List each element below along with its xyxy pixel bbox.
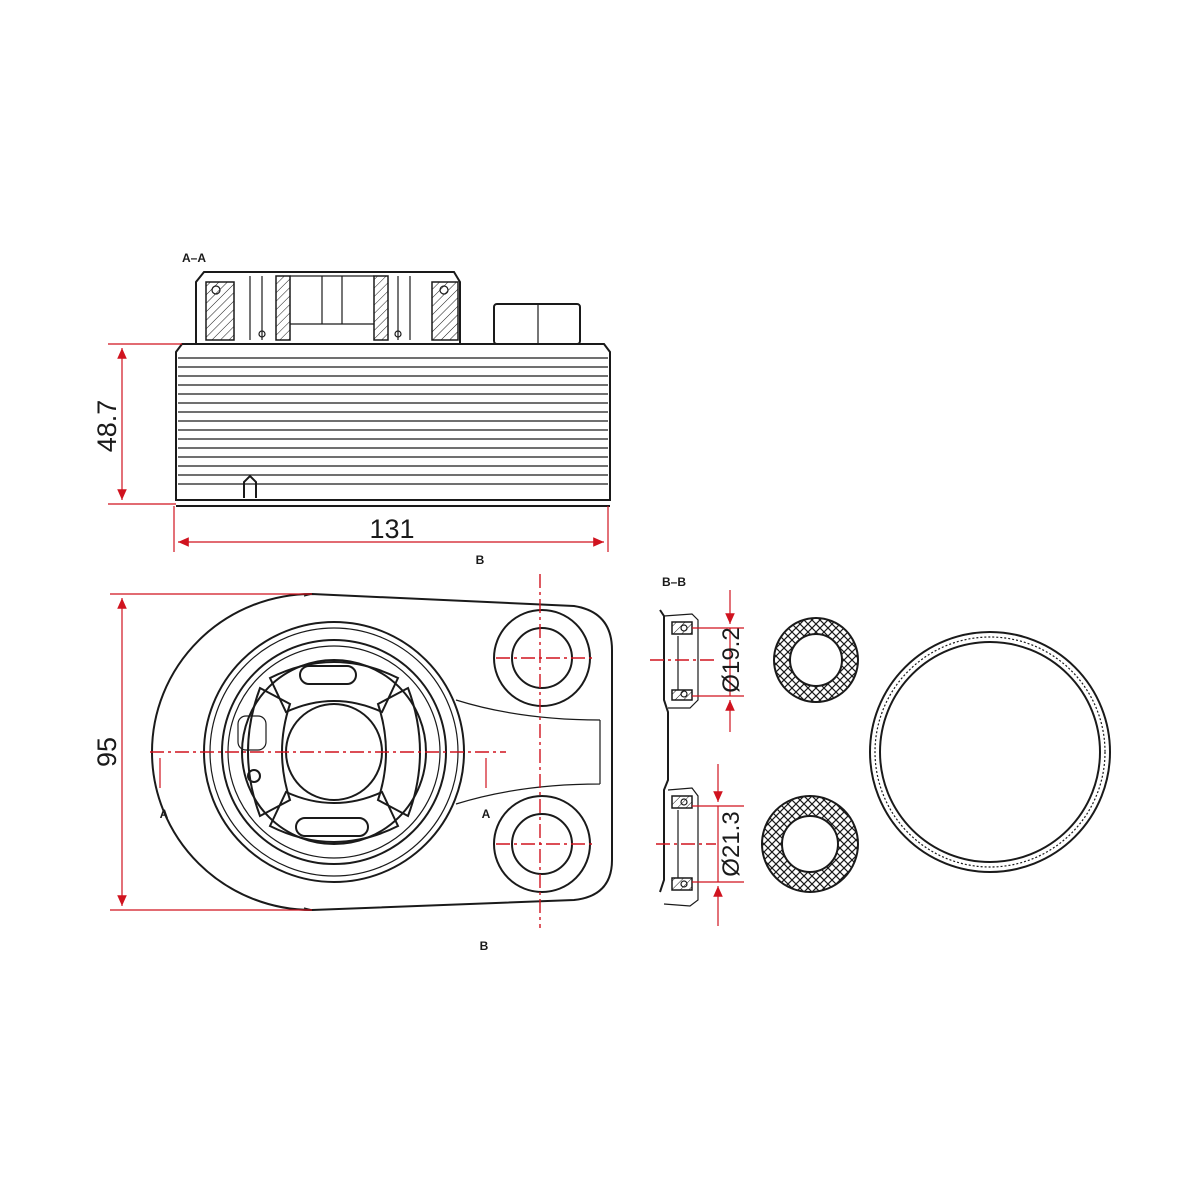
- side-view: A–A 48.7 131 B: [92, 251, 611, 567]
- port-diameter-1-value: Ø19.2: [718, 627, 745, 692]
- height-value: 48.7: [92, 400, 122, 453]
- outlet-boss: [493, 303, 581, 345]
- o-ring-large: [869, 631, 1111, 873]
- height-dimension: [108, 343, 182, 505]
- section-label-b-bottom: B: [480, 939, 489, 953]
- depth-value: 95: [92, 737, 122, 767]
- section-label-aa: A–A: [182, 251, 206, 265]
- section-label-a-right: A: [482, 807, 491, 821]
- housing-flange: [195, 271, 461, 344]
- gasket-small-lower: [760, 795, 860, 893]
- width-dimension: [173, 506, 609, 552]
- gasket-small-upper: [772, 617, 860, 703]
- width-value: 131: [369, 514, 414, 544]
- depth-dimension: [110, 593, 312, 911]
- cooler-body: [175, 343, 611, 507]
- section-label-a-left: A: [160, 807, 169, 821]
- port-diameter-2-value: Ø21.3: [718, 811, 745, 876]
- body-outline: [151, 592, 613, 912]
- port-diameter-2-dimension: [692, 764, 744, 926]
- section-bb: B–B Ø19.2: [650, 575, 745, 926]
- port-diameter-1-dimension: [692, 590, 744, 732]
- section-label-b-top: B: [476, 553, 485, 567]
- section-label-bb: B–B: [662, 575, 686, 589]
- top-view: 95 A A B: [92, 574, 613, 953]
